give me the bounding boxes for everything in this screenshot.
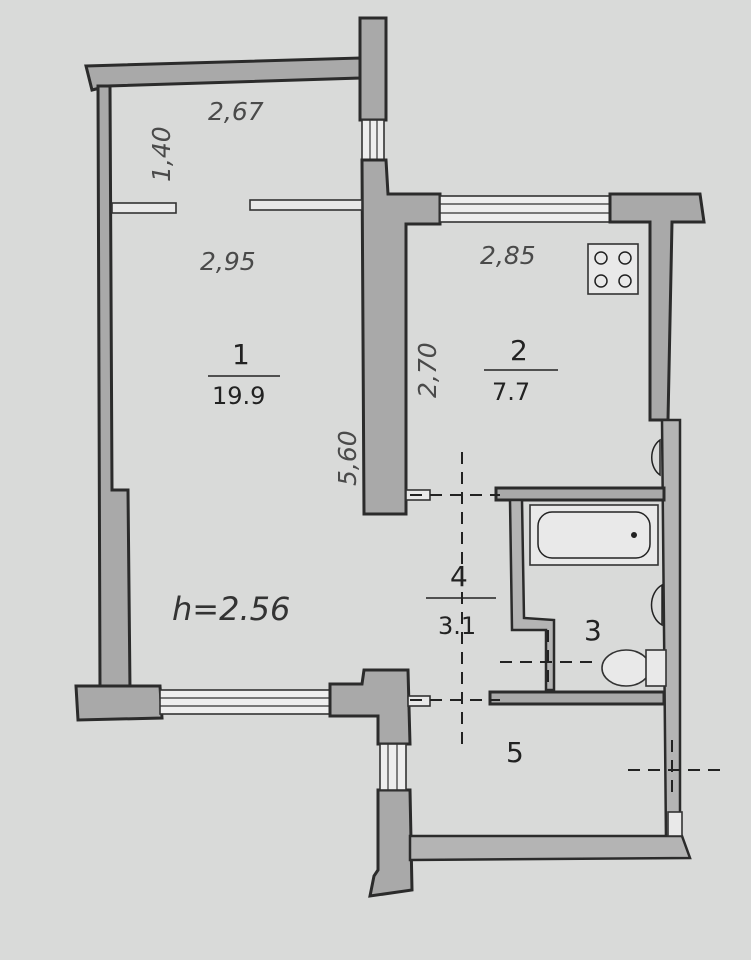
window-room1-top xyxy=(361,119,385,161)
room2-number: 2 xyxy=(510,334,528,367)
wall-room5-bottom xyxy=(408,834,692,862)
dim-room1-width: 2,95 xyxy=(200,247,256,276)
ceiling-height-label: h=2.56 xyxy=(172,590,290,628)
wall-right-lower xyxy=(660,418,682,842)
wall-pier-bottom xyxy=(328,668,412,746)
dim-room1-window-offset: 1,40 xyxy=(147,126,176,182)
toilet-icon xyxy=(601,649,667,687)
sink-icon xyxy=(650,438,661,477)
wall-room5-left xyxy=(368,788,414,898)
room1-number: 1 xyxy=(232,338,250,371)
room5-number: 5 xyxy=(506,736,524,769)
wall-room1-left xyxy=(96,84,132,692)
wall-bath-left xyxy=(508,498,556,692)
room4-number: 4 xyxy=(450,560,468,593)
wall-bath-bottom xyxy=(488,690,666,706)
dim-room2-length: 2,70 xyxy=(413,342,442,398)
door-mark-room5 xyxy=(667,811,683,837)
sink-icon-bath xyxy=(650,583,663,627)
wall-room1-top xyxy=(84,56,362,92)
room2-area: 7.7 xyxy=(492,378,530,406)
dim-room2-width: 2,85 xyxy=(480,241,536,270)
stove-icon xyxy=(587,243,639,295)
window-room1-bottom xyxy=(159,689,333,715)
wall-room1-bottom-left xyxy=(74,684,164,722)
window-room5 xyxy=(379,743,407,791)
room4-area: 3.1 xyxy=(438,612,476,640)
dim-room1-top-width: 2,67 xyxy=(208,97,264,126)
room1-area: 19.9 xyxy=(212,382,265,410)
wall-room2-right-corner xyxy=(608,192,706,422)
dim-room1-length: 5,60 xyxy=(333,430,362,486)
wall-partition-1-2 xyxy=(360,158,442,516)
room3-number: 3 xyxy=(584,614,602,647)
wall-top-stub xyxy=(358,16,388,122)
wall-room2-bath xyxy=(494,486,666,502)
niche-mark-right xyxy=(249,199,363,211)
window-room2 xyxy=(439,195,611,223)
bathtub-icon xyxy=(529,504,659,566)
niche-mark-left xyxy=(111,202,177,214)
